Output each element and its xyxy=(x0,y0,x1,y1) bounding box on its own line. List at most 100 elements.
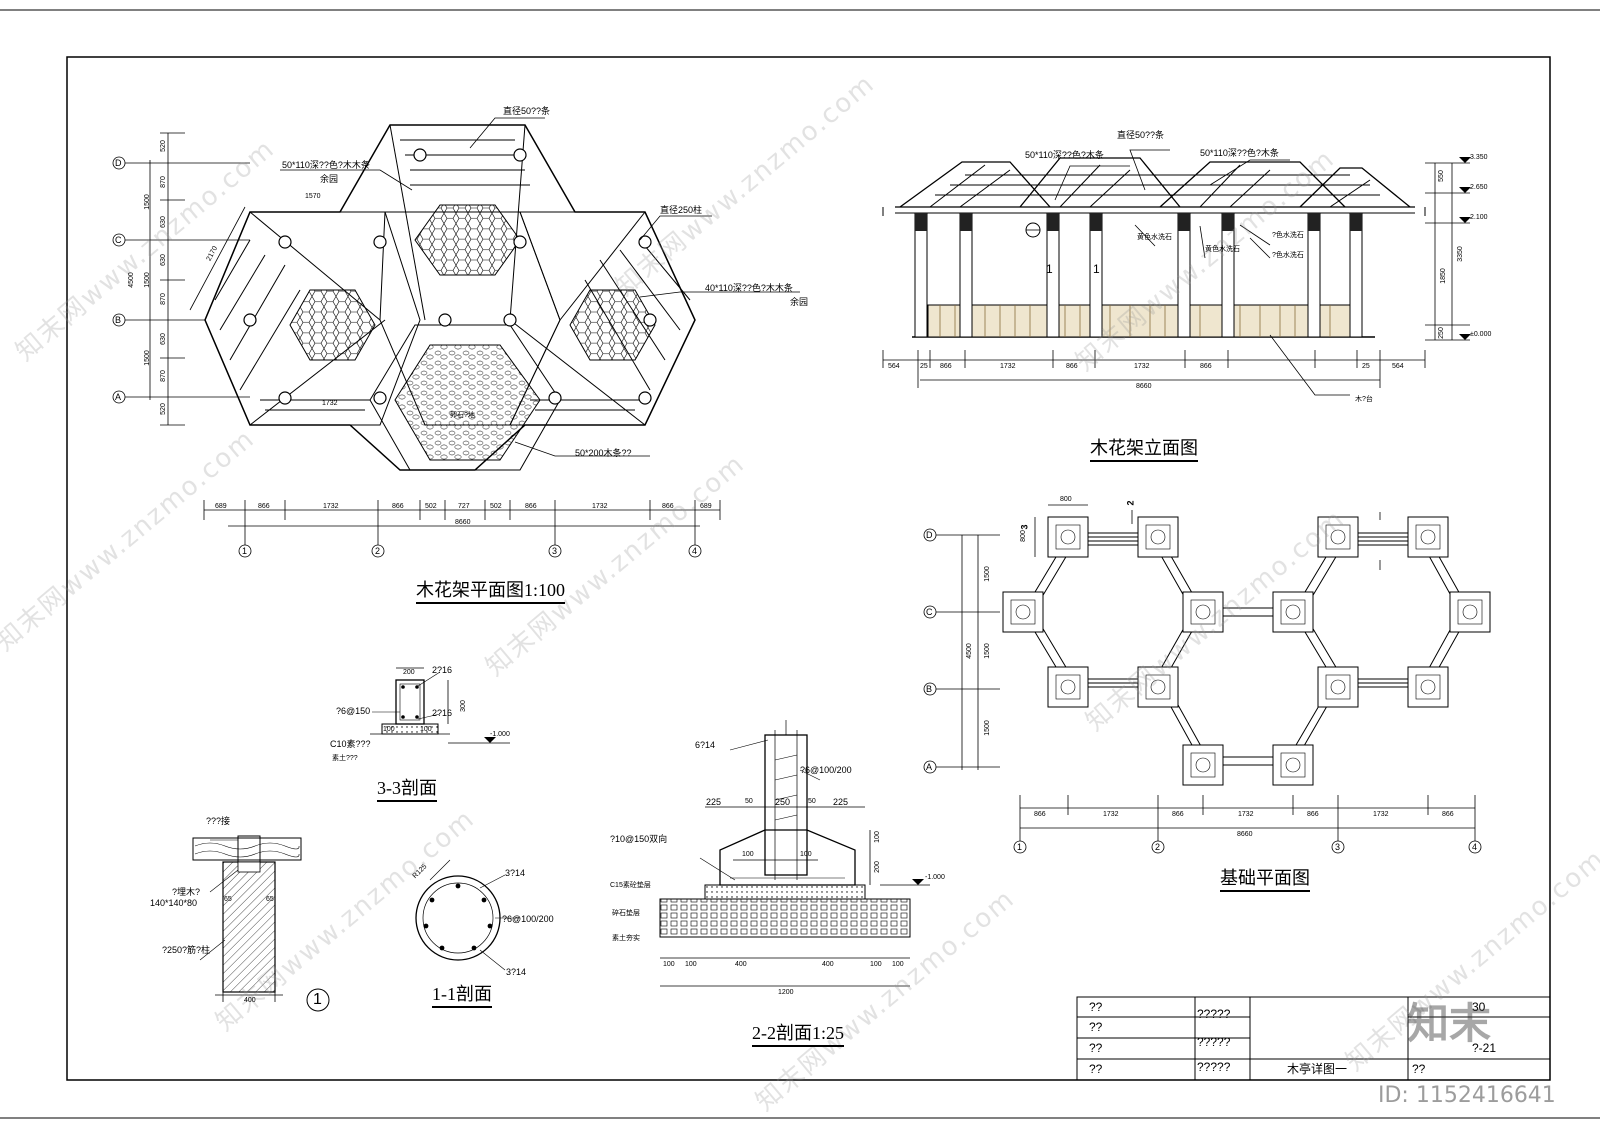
sec11-note: 3?14 xyxy=(506,967,527,977)
elev-vdim: 1850 xyxy=(1439,268,1447,284)
found-vdim: 1500 xyxy=(983,643,991,659)
sec22-bdim: 400 xyxy=(735,961,747,968)
axis-bubble: A xyxy=(926,762,933,772)
elev-vdim: 3350 xyxy=(1456,246,1464,262)
elev-note-beam-left: 50*110深??色?木条 xyxy=(1025,150,1104,160)
sec22-bdim: 100 xyxy=(663,961,675,968)
plan-note-beam2: 40*110深??色?木木条 xyxy=(705,283,793,293)
found-vdim: 1500 xyxy=(983,720,991,736)
found-vtotal: 4500 xyxy=(965,643,973,659)
plan-hdim: 1732 xyxy=(323,503,339,510)
sec33-dim: 200 xyxy=(403,669,415,676)
plan-note-rod: 直径50??条 xyxy=(503,106,551,116)
elev-hdim: 1732 xyxy=(1134,363,1150,370)
plan-note-beam2-sub: 余园 xyxy=(790,297,809,307)
title-block-field: ????? xyxy=(1197,1060,1231,1074)
plan-vdim: 520 xyxy=(159,403,167,415)
sec22-note: 素土夯实 xyxy=(612,935,640,942)
sec11-note: 3?14 xyxy=(505,868,526,878)
plan-vdim: 630 xyxy=(159,333,167,345)
elev-note-stone: 黄色水洗石 xyxy=(1205,246,1240,253)
plan-hdim: 866 xyxy=(525,503,537,510)
axis-bubble: B xyxy=(115,315,122,325)
found-hdim: 1732 xyxy=(1373,811,1389,818)
title-block-label: ?? xyxy=(1412,1062,1426,1076)
foundation-title: 基础平面图 xyxy=(1220,868,1310,892)
plan-title-text: 木花架平面图1:100 xyxy=(416,580,566,604)
found-hdim: 1732 xyxy=(1103,811,1119,818)
axis-bubble: C xyxy=(926,607,933,617)
sec33-note: ?6@150 xyxy=(336,706,371,716)
axis-bubble: 1 xyxy=(1017,842,1023,852)
found-hdim: 866 xyxy=(1442,811,1454,818)
plan-vdim: 630 xyxy=(159,254,167,266)
elev-note-stone: ?色水洗石 xyxy=(1272,232,1304,239)
sec33-note: 素土??? xyxy=(332,755,358,762)
plan-vdim: 520 xyxy=(159,140,167,152)
plan-hdim: 689 xyxy=(700,503,712,510)
axis-bubble: 1 xyxy=(242,546,248,556)
axis-bubble: D xyxy=(115,158,122,168)
sec22-note: 碎石垫层 xyxy=(612,910,640,917)
elev-hdim: 25 xyxy=(920,363,928,370)
brand-logo: 知末 xyxy=(1407,999,1492,1048)
elev-level: 2.100 xyxy=(1470,214,1488,221)
plan-vdim: 870 xyxy=(159,293,167,305)
sec22-title-text: 2-2剖面1:25 xyxy=(752,1023,844,1047)
found-dim: 800 xyxy=(1060,496,1072,503)
found-htotal: 8660 xyxy=(1237,831,1253,838)
elev-level: ±0.000 xyxy=(1470,331,1492,338)
sec22-note: 6?14 xyxy=(695,740,716,750)
axis-bubble: C xyxy=(115,235,122,245)
title-block-field: ????? xyxy=(1197,1007,1231,1021)
plan-hdim: 727 xyxy=(458,503,470,510)
axis-bubble: 4 xyxy=(1472,842,1478,852)
elevation-title-text: 木花架立面图 xyxy=(1090,438,1198,462)
elevation-title: 木花架立面图 xyxy=(1090,438,1198,462)
sec33-dim: 100 xyxy=(420,726,432,733)
elev-hdim: 564 xyxy=(1392,363,1404,370)
elev-vdim: 550 xyxy=(1437,170,1445,182)
sec22-title: 2-2剖面1:25 xyxy=(752,1023,844,1047)
plan-note-column: 直径250柱 xyxy=(660,205,703,215)
sec33-note: 2?16 xyxy=(432,665,453,675)
sec22-dim: 225 xyxy=(833,797,849,807)
plan-hdim: 502 xyxy=(490,503,502,510)
image-id: ID: 1152416641 xyxy=(1378,1083,1556,1108)
foundation-title-text: 基础平面图 xyxy=(1220,868,1310,892)
sec22-dim: 100 xyxy=(742,851,754,858)
sheet-number: ?-21 xyxy=(1472,1041,1497,1055)
elev-hdim: 866 xyxy=(1066,363,1078,370)
title-block-label: ?? xyxy=(1089,1062,1103,1076)
found-hdim: 1732 xyxy=(1238,811,1254,818)
title-block: ?? ?? ?? ?? ????? ????? ????? 木亭详图一 30 ?… xyxy=(1077,997,1550,1080)
title-block-label: ?? xyxy=(1089,1000,1103,1014)
plan-hdim: 866 xyxy=(662,503,674,510)
section-mark: 2 xyxy=(1125,500,1136,506)
plan-note-beam: 50*110深??色?木木条 xyxy=(282,160,370,170)
col-dim: 400 xyxy=(244,997,256,1004)
elev-vdim: 250 xyxy=(1437,327,1445,339)
section-mark: 3 xyxy=(1019,524,1030,530)
axis-bubble: 3 xyxy=(552,546,558,556)
col-note: ?250?筋?柱 xyxy=(162,945,211,955)
sec22-bdim: 100 xyxy=(685,961,697,968)
axis-bubble: 2 xyxy=(375,546,381,556)
plan-hdim: 502 xyxy=(425,503,437,510)
sec22-bdim: 100 xyxy=(870,961,882,968)
plan-hdim: 689 xyxy=(215,503,227,510)
sec22-dim: 50 xyxy=(745,798,753,805)
title-block-label: ?? xyxy=(1089,1020,1103,1034)
elev-note-stone: ?色水洗石 xyxy=(1272,252,1304,259)
sec22-bdim: 100 xyxy=(892,961,904,968)
plan-vdim-major: 1500 xyxy=(143,350,151,366)
found-hdim: 866 xyxy=(1172,811,1184,818)
sec22-vdim: 100 xyxy=(873,831,881,843)
axis-bubble: 2 xyxy=(1155,842,1161,852)
sec22-dim: 100 xyxy=(800,851,812,858)
elev-hdim: 866 xyxy=(940,363,952,370)
sec33-dim: 100 xyxy=(383,726,395,733)
plan-title: 木花架平面图1:100 xyxy=(416,580,566,604)
